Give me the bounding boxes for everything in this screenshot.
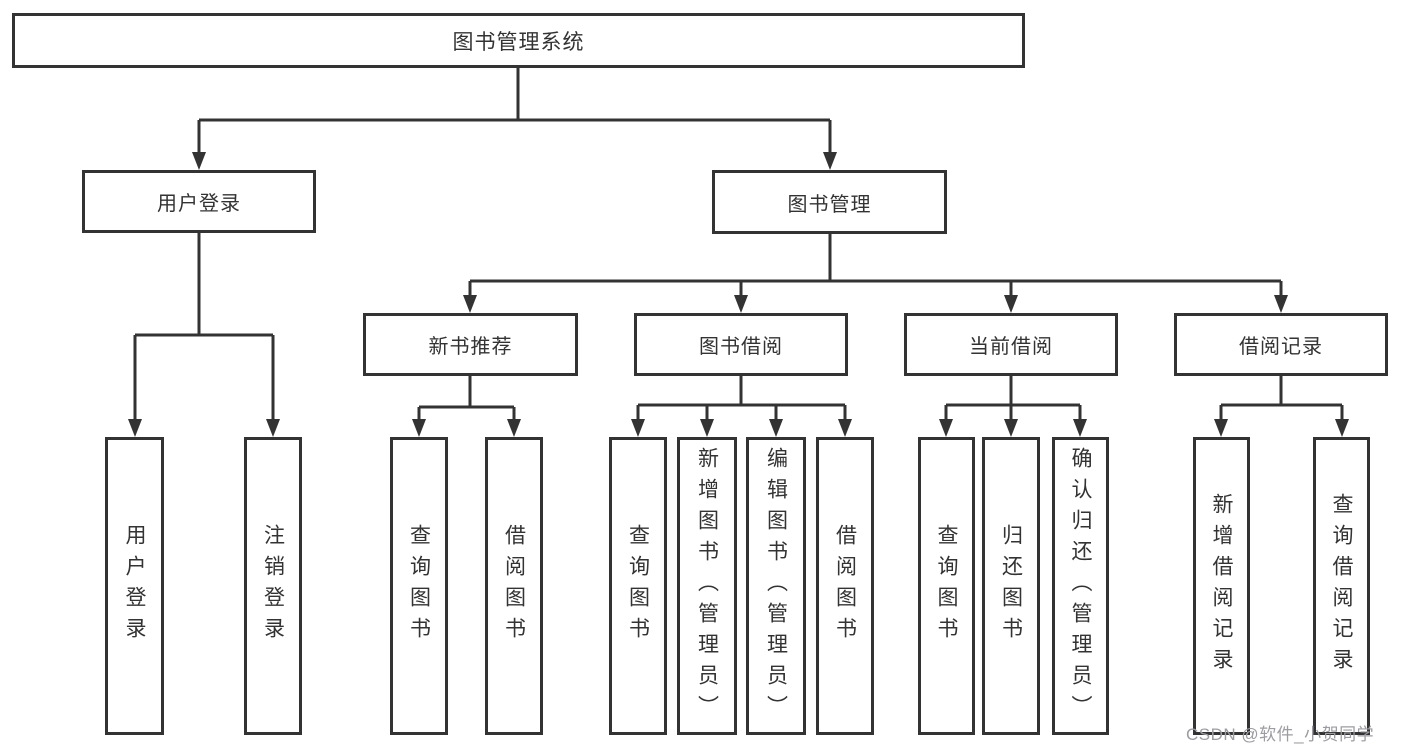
- leaf-borrow-book: 借阅图书: [816, 437, 874, 735]
- node-label: 当前借阅: [969, 336, 1053, 358]
- leaf-label: 借阅图书: [833, 524, 857, 648]
- leaf-confirm-return-admin: 确认归还（管理员）: [1052, 437, 1109, 735]
- leaf-edit-book-admin: 编辑图书（管理员）: [746, 437, 806, 735]
- leaf-query-book-borrow: 查询图书: [609, 437, 667, 735]
- leaf-user-login: 用户登录: [105, 437, 164, 735]
- node-library-system: 图书管理系统: [12, 13, 1025, 68]
- leaf-label: 新增借阅记录: [1210, 493, 1233, 679]
- leaf-query-book-current: 查询图书: [918, 437, 975, 735]
- leaf-label: 编辑图书（管理员）: [764, 446, 788, 726]
- leaf-query-book-recommend: 查询图书: [390, 437, 448, 735]
- leaf-label: 查询图书: [935, 524, 958, 648]
- leaf-label: 归还图书: [999, 524, 1023, 648]
- node-label: 新书推荐: [428, 336, 513, 358]
- leaf-label: 借阅图书: [502, 524, 526, 648]
- node-user-login: 用户登录: [82, 170, 316, 233]
- node-borrow-record: 借阅记录: [1174, 313, 1388, 376]
- node-book-management: 图书管理: [712, 170, 947, 234]
- leaf-label: 查询借阅记录: [1330, 493, 1353, 679]
- leaf-add-borrow-record: 新增借阅记录: [1193, 437, 1250, 735]
- node-book-borrow: 图书借阅: [634, 313, 848, 376]
- node-label: 图书借阅: [699, 336, 783, 358]
- node-label: 图书管理: [787, 193, 872, 216]
- node-label: 图书管理系统: [452, 30, 585, 54]
- leaf-label: 注销登录: [261, 524, 285, 648]
- leaf-label: 确认归还（管理员）: [1069, 446, 1092, 726]
- node-current-borrow: 当前借阅: [904, 313, 1118, 376]
- leaf-add-book-admin: 新增图书（管理员）: [677, 437, 737, 735]
- leaf-borrow-book-recommend: 借阅图书: [485, 437, 543, 735]
- node-label: 用户登录: [157, 193, 241, 215]
- leaf-label: 新增图书（管理员）: [695, 446, 719, 726]
- leaf-label: 查询图书: [626, 524, 650, 648]
- watermark: CSDN @软件_小贺同学: [1186, 725, 1375, 744]
- leaf-query-borrow-record: 查询借阅记录: [1313, 437, 1370, 735]
- node-label: 借阅记录: [1239, 336, 1323, 358]
- node-new-book-recommend: 新书推荐: [363, 313, 578, 376]
- leaf-return-book: 归还图书: [982, 437, 1040, 735]
- leaf-label: 查询图书: [407, 524, 431, 648]
- leaf-label: 用户登录: [123, 524, 146, 648]
- leaf-logout: 注销登录: [244, 437, 302, 735]
